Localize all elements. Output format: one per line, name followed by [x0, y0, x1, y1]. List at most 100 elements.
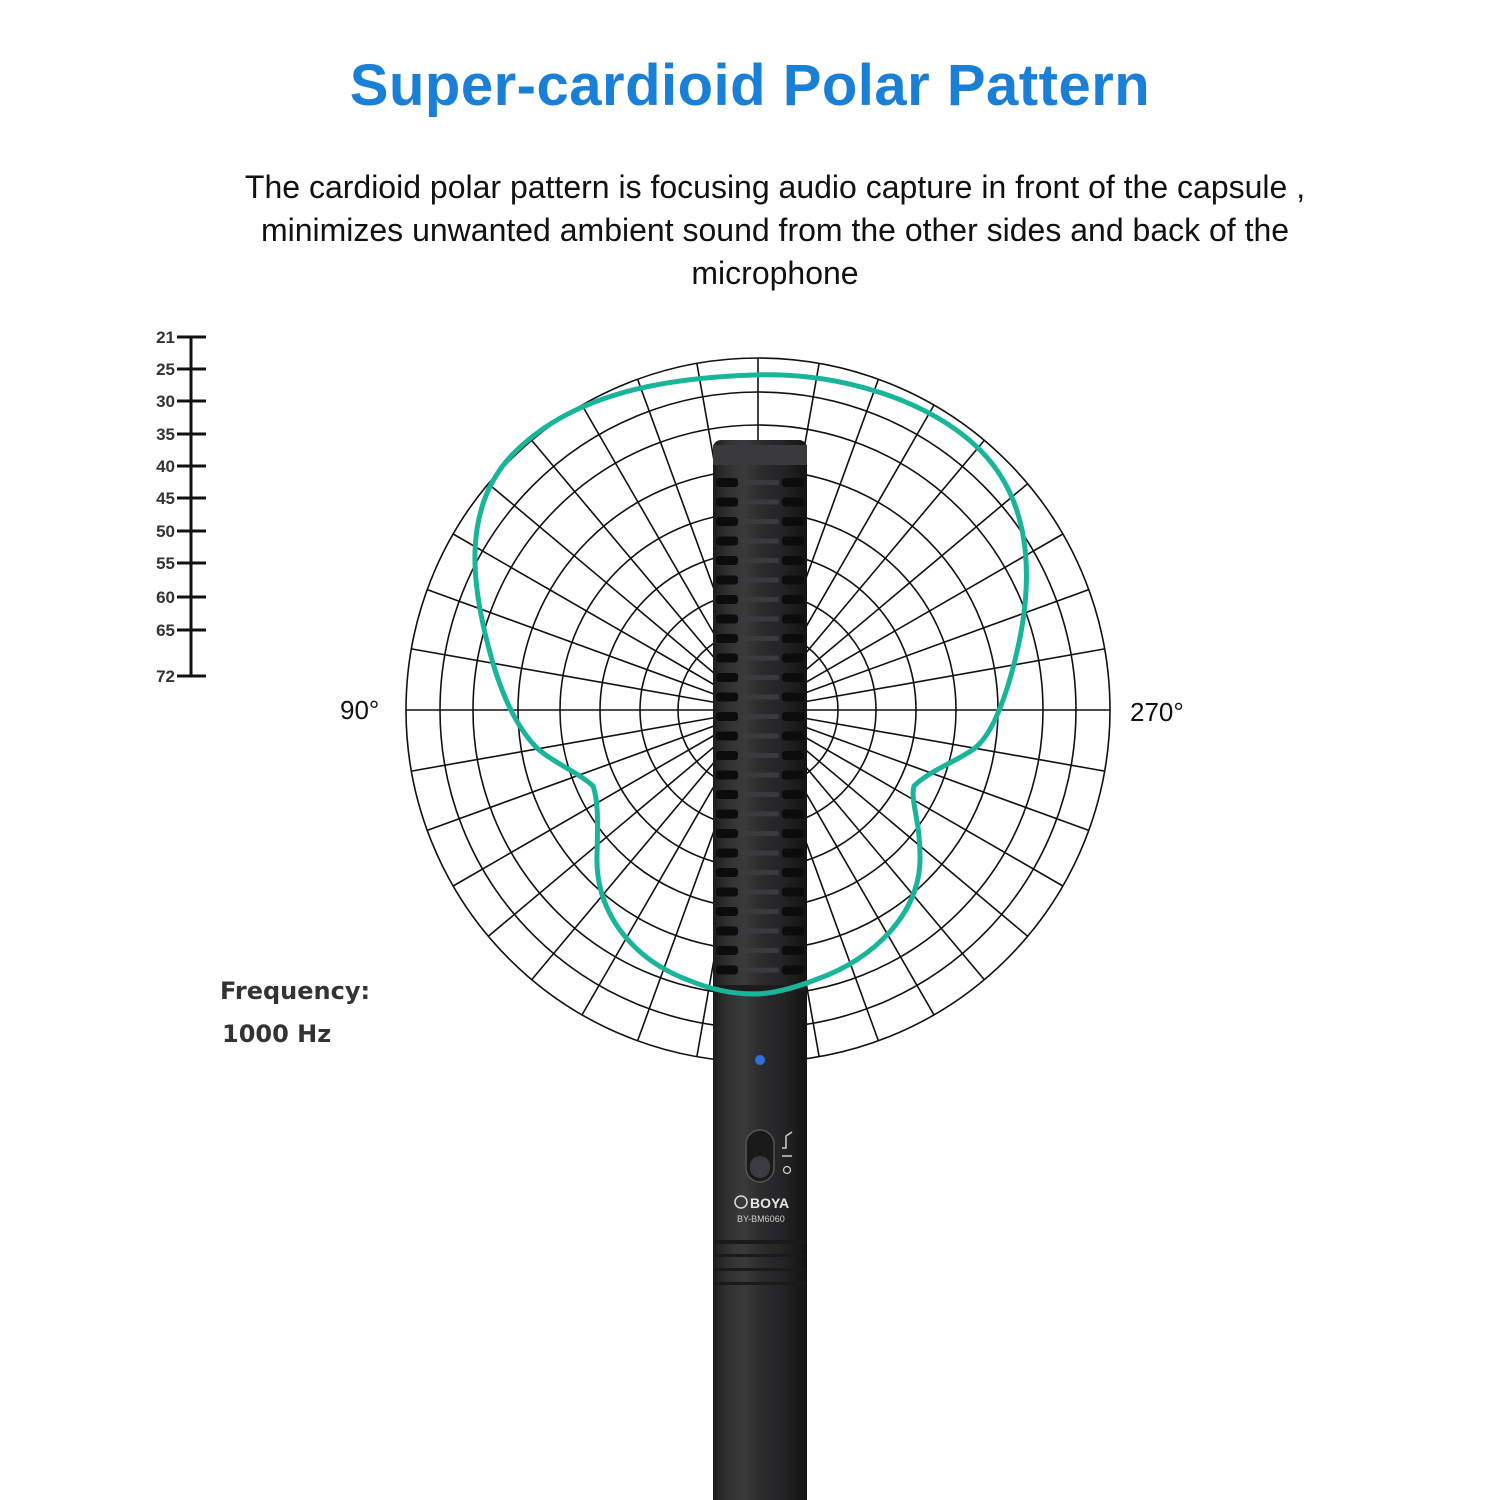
grille-slot — [782, 536, 804, 546]
grille-slot — [741, 850, 779, 856]
grille-slot — [716, 907, 738, 916]
grille-slot — [782, 595, 804, 604]
brand-logo: BOYA — [750, 1195, 789, 1211]
grille-slot — [782, 712, 804, 721]
grille-slot — [782, 868, 804, 877]
grille-slot — [741, 811, 779, 817]
grille-slot — [782, 907, 804, 916]
grille-slot — [716, 673, 738, 682]
grille-slot — [716, 556, 738, 565]
grille-slot — [741, 928, 779, 934]
grille-slot — [741, 577, 779, 583]
grille-slot — [716, 868, 738, 877]
grid-spoke — [487, 737, 725, 937]
grille-slot — [716, 790, 738, 799]
grille-slot — [741, 967, 779, 973]
grille-slot — [782, 692, 804, 702]
grille-slot — [716, 829, 738, 838]
grille-slot — [741, 558, 779, 563]
scale-tick-label: 55 — [156, 554, 175, 573]
grille-slot — [741, 889, 779, 895]
grille-slot — [716, 517, 738, 526]
angle-label-90: 90° — [340, 695, 380, 725]
grille-slot — [716, 614, 738, 624]
grille-slot — [741, 480, 779, 485]
grille-slot — [741, 831, 779, 836]
scale-tick-label: 72 — [156, 667, 175, 686]
grille-slot — [716, 536, 738, 546]
grille-slot — [716, 731, 738, 741]
grid-spoke — [487, 483, 725, 683]
microphone: BOYA BY-BM6060 — [713, 440, 807, 1500]
grille-slot — [782, 634, 804, 643]
grid-spoke — [452, 709, 759, 887]
grille-slot — [782, 829, 804, 838]
grid-spoke — [799, 724, 1090, 832]
scale-tick-label: 25 — [156, 360, 175, 379]
grille-slot — [716, 634, 738, 643]
grille-slot — [716, 770, 738, 780]
scale-tick-label: 35 — [156, 425, 175, 444]
grille-slot — [782, 673, 804, 682]
grille-slot — [716, 575, 738, 585]
grid-spoke — [757, 709, 1064, 887]
scale-tick-label: 45 — [156, 489, 175, 508]
grid-spoke — [757, 533, 1064, 711]
grille-slot — [716, 692, 738, 702]
lowcut-icon — [782, 1131, 793, 1149]
grille-slot — [716, 809, 738, 819]
grille-slot — [782, 809, 804, 819]
grille-slot — [782, 887, 804, 897]
grid-spoke — [411, 648, 715, 704]
page-title: Super-cardioid Polar Pattern — [349, 53, 1151, 118]
grille-slot — [782, 653, 804, 663]
grille-slot — [741, 909, 779, 914]
grille-slot — [782, 965, 804, 975]
scale-tick-label: 65 — [156, 621, 175, 640]
grid-spoke — [799, 588, 1090, 696]
grille-slot — [782, 556, 804, 565]
grid-spoke — [531, 439, 731, 677]
grille-slot — [782, 517, 804, 526]
flat-icon — [782, 1165, 792, 1175]
grille-slot — [782, 848, 804, 858]
grille-slot — [741, 499, 779, 505]
grille-slot — [741, 519, 779, 524]
scale-tick-label: 30 — [156, 392, 175, 411]
grille-slot — [741, 948, 779, 953]
grille-slot — [782, 575, 804, 585]
angle-label-270: 270° — [1130, 697, 1184, 727]
grid-spoke — [791, 483, 1029, 683]
grille-slot — [716, 497, 738, 507]
grille-slot — [782, 478, 804, 487]
grille-slot — [782, 946, 804, 955]
microphone-grille — [716, 478, 804, 975]
grille-slot — [782, 926, 804, 936]
grille-slot — [741, 636, 779, 641]
grid-spoke — [426, 724, 717, 832]
grille-slot — [716, 848, 738, 858]
grille-slot — [741, 538, 779, 544]
polar-pattern-curve — [472, 372, 1029, 997]
grid-spoke — [531, 743, 731, 981]
grille-slot — [741, 753, 779, 758]
brand-logo-icon — [734, 1195, 748, 1209]
grid-spoke — [785, 439, 985, 677]
grille-slot — [716, 478, 738, 487]
grille-slot — [716, 595, 738, 604]
grille-slot — [741, 733, 779, 739]
grille-slot — [741, 714, 779, 719]
grid-spoke — [801, 716, 1105, 772]
grille-slot — [716, 751, 738, 760]
grille-slot — [716, 712, 738, 721]
grid-spoke — [411, 716, 715, 772]
scale-tick-label: 40 — [156, 457, 175, 476]
status-led — [755, 1055, 765, 1065]
grille-slot — [782, 614, 804, 624]
grille-slot — [782, 497, 804, 507]
grille-slot — [741, 792, 779, 797]
scale-tick-label: 60 — [156, 588, 175, 607]
description-text: The cardioid polar pattern is focusing a… — [244, 169, 1306, 291]
